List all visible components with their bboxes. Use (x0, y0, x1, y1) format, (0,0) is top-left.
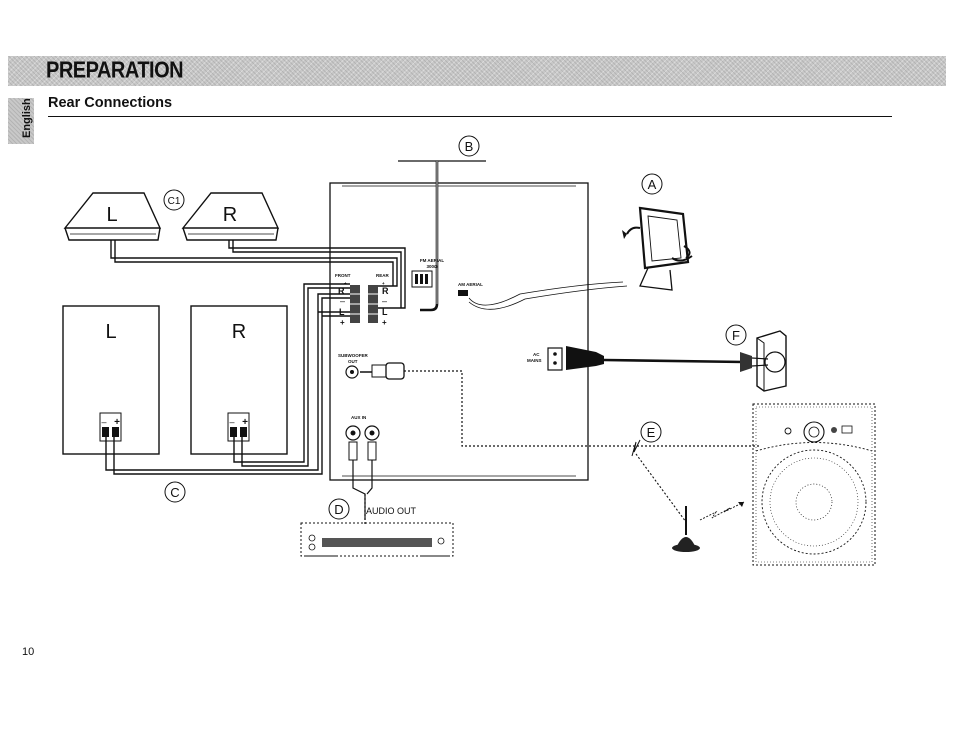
fm-aerial-terminal (411, 270, 433, 288)
front-r-label: R (338, 286, 345, 296)
rear-l-label: L (382, 307, 388, 317)
wireless-signal (699, 501, 745, 521)
header-banner: PREPARATION (8, 56, 946, 86)
external-audio-device (300, 522, 454, 557)
subwoofer-out-jack (345, 365, 359, 379)
section-rule (48, 116, 892, 117)
fm-aerial-label: FM AERIAL (420, 258, 445, 263)
callout-b-label: B (465, 139, 474, 154)
front-speaker-left (63, 192, 162, 241)
rear-left-terminal-plus: + (114, 417, 120, 428)
subwoofer-plug (360, 362, 405, 380)
callout-d-label: D (334, 502, 343, 517)
rear-r-label: R (382, 286, 389, 296)
fm-aerial-ohms-label: 300Ω (426, 264, 438, 269)
rear-right-speaker-label: R (232, 321, 246, 343)
front-right-speaker-label: R (223, 204, 237, 226)
subwoofer-out-label-2: OUT (348, 359, 358, 364)
fm-aerial (398, 160, 486, 312)
front-label: FRONT (335, 273, 351, 278)
callout-b-circle (458, 135, 480, 157)
callout-c-circle (164, 481, 186, 503)
callout-c1-label: C1 (168, 196, 181, 207)
front-minus-mid: – (340, 296, 345, 306)
main-unit-rear-panel (329, 182, 589, 481)
mains-plug (566, 346, 604, 370)
rear-right-terminal-minus: – (229, 417, 234, 427)
wall-socket (740, 330, 787, 392)
audio-out-label: AUDIO OUT (366, 506, 417, 516)
front-speaker-cables (110, 240, 406, 309)
cable-break-mark (631, 439, 641, 457)
callout-e-circle (640, 421, 662, 443)
banner-title: PREPARATION (46, 58, 184, 84)
front-speaker-right (181, 192, 280, 241)
page-number: 10 (22, 646, 35, 658)
rear-plus-bottom: + (382, 318, 387, 327)
ac-mains-socket (547, 347, 563, 371)
callout-f-circle (725, 324, 747, 346)
am-aerial-cable (468, 281, 624, 306)
transmitter-cable (635, 453, 687, 523)
rear-right-terminal-plus: + (242, 417, 248, 428)
rear-speaker-left (62, 305, 160, 455)
front-left-speaker-label: L (106, 204, 117, 226)
ac-mains-label-2: MAINS (527, 358, 542, 363)
am-loop-aerial (622, 206, 693, 291)
callout-c-label: C (170, 485, 179, 500)
callout-f-label: F (732, 328, 740, 343)
speaker-terminal-block: FRONT REAR + + R R – – L L + + (335, 273, 390, 327)
am-aerial-terminal (458, 290, 468, 296)
aux-in-label: AUX IN (351, 415, 366, 420)
ac-mains-label-1: AC (533, 352, 540, 357)
rear-left-speaker-label: L (105, 321, 116, 343)
subwoofer-cable (404, 370, 760, 447)
front-plus-bottom: + (340, 318, 345, 327)
subwoofer-speaker (752, 403, 876, 566)
rear-speaker-cables (105, 283, 350, 475)
language-tab: English (8, 98, 34, 144)
mains-cable (603, 358, 745, 364)
am-aerial-label: AM AERIAL (458, 282, 483, 287)
rear-left-terminal-minus: – (101, 417, 106, 427)
section-title: Rear Connections (48, 95, 173, 111)
aux-in-jacks (345, 425, 380, 461)
subwoofer-out-label-1: SUBWOOFER (338, 353, 368, 358)
transmitter (672, 506, 700, 552)
callout-a-label: A (648, 177, 657, 192)
rear-speaker-right (190, 305, 288, 455)
callout-e-label: E (647, 425, 656, 440)
rear-minus-mid: – (382, 296, 387, 306)
rear-plus-top: + (382, 281, 385, 286)
rear-label: REAR (376, 273, 390, 278)
callout-d-circle (328, 498, 350, 520)
callout-c1-circle (163, 189, 185, 211)
callout-a-circle (641, 173, 663, 195)
